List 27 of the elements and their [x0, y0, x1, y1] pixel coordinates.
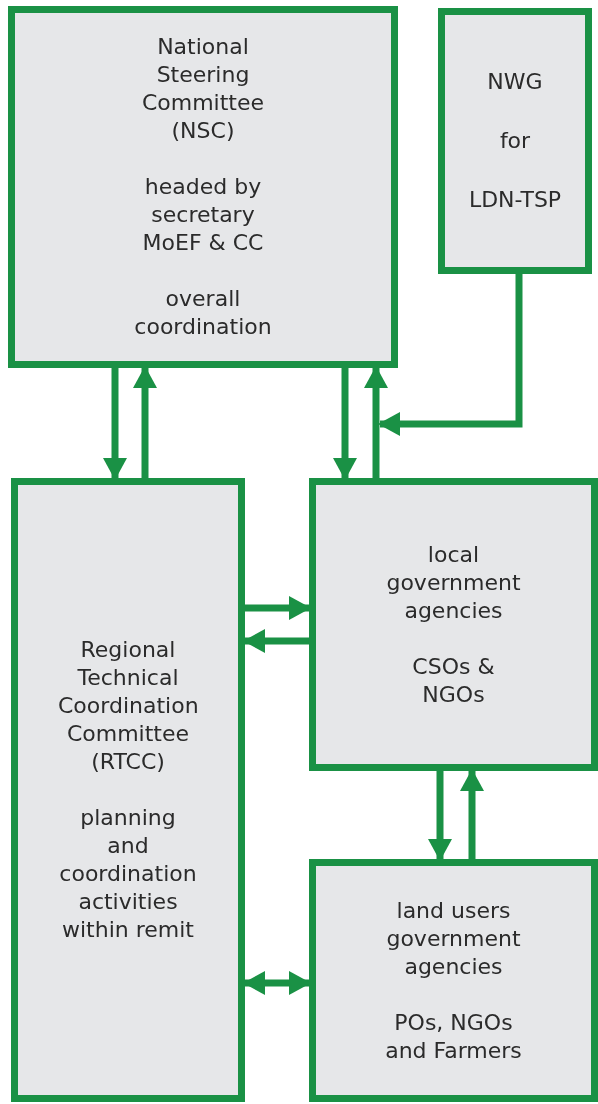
arrow	[133, 366, 157, 478]
box-text: LDN-TSP	[467, 186, 563, 214]
box-text: NWG	[486, 68, 544, 96]
box-text: Regional Technical Coordination Committee (RTCC)	[58, 636, 198, 776]
box-text: for	[498, 127, 532, 155]
arrow	[333, 368, 357, 480]
box-text: headed by secretary MoEF & CC	[141, 173, 265, 257]
arrow	[378, 274, 523, 436]
arrow	[243, 629, 309, 653]
process-box	[309, 478, 598, 771]
process-box	[11, 478, 245, 1102]
process-box	[8, 6, 398, 368]
arrow	[460, 769, 484, 859]
box-text: POs, NGOs and Farmers	[384, 1008, 523, 1065]
arrow	[243, 971, 311, 995]
arrow	[364, 366, 388, 478]
arrow	[428, 771, 452, 861]
process-box	[309, 859, 598, 1102]
box-text: local government agencies	[385, 540, 522, 625]
box-text: overall coordination	[133, 285, 273, 341]
arrow	[245, 596, 311, 620]
box-text: CSOs & NGOs	[411, 652, 496, 709]
box-text: National Steering Committee (NSC)	[140, 33, 266, 145]
arrow	[103, 368, 127, 480]
box-text: land users government agencies	[385, 896, 522, 981]
process-box	[438, 8, 592, 274]
box-text: planning and coordination activities within remit	[58, 804, 198, 944]
